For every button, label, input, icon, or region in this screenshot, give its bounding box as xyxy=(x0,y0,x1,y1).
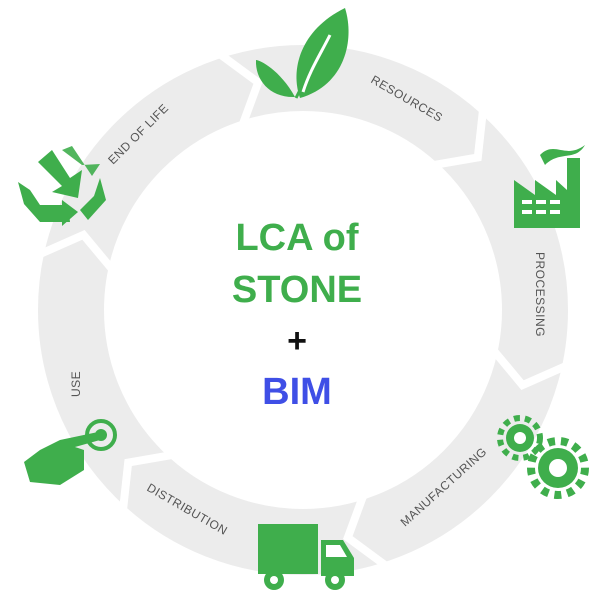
center-title-bim: BIM xyxy=(262,371,332,413)
recycle-icon xyxy=(18,146,106,226)
center-title-line1: LCA of xyxy=(235,217,358,259)
leaf-icon xyxy=(255,8,349,99)
factory-icon xyxy=(514,145,585,228)
segment-separator xyxy=(217,50,263,126)
center-title-line2: STONE xyxy=(232,269,362,311)
plus-sign: + xyxy=(287,322,307,360)
segment-separators xyxy=(38,50,568,570)
stage-label-use: USE xyxy=(69,371,83,397)
segment-separator xyxy=(38,230,116,273)
gears-icon xyxy=(497,415,589,499)
segment-separator xyxy=(343,494,389,570)
hand-pointer-icon xyxy=(24,419,117,485)
truck-icon xyxy=(258,524,354,590)
stage-label-processing: PROCESSING xyxy=(533,252,547,337)
segment-separator xyxy=(490,347,568,390)
segment-separator xyxy=(119,450,174,511)
segment-separator xyxy=(432,109,487,170)
